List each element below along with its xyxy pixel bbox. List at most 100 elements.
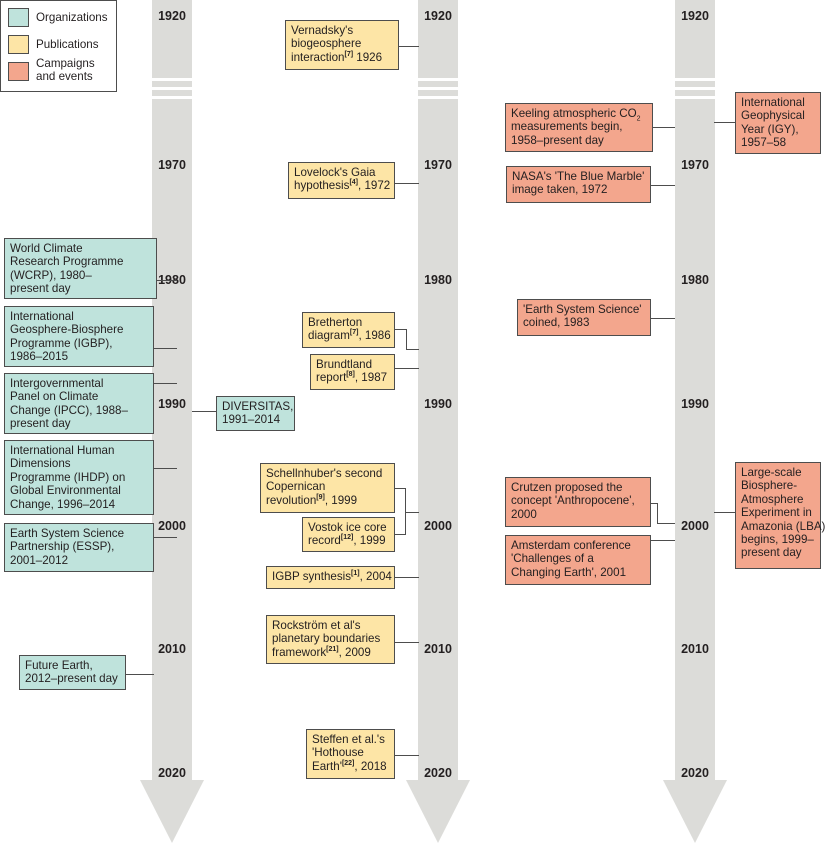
- box-line: hypothesis[4], 1972: [294, 179, 390, 192]
- box-text: interaction: [291, 50, 345, 64]
- box-text: , 2004: [359, 570, 392, 583]
- box-line: Earth'[22], 2018: [312, 760, 389, 773]
- connector-line: [398, 46, 419, 47]
- axis-break: [418, 78, 458, 81]
- year-label: 1980: [681, 273, 709, 287]
- connector-line: [405, 488, 406, 535]
- timeline-axis: [152, 0, 192, 780]
- reference-marker: [7]: [344, 50, 354, 58]
- box-text: , 2018: [354, 759, 387, 773]
- box-line: 1957–58: [741, 136, 787, 150]
- box-line: Year (IGY),: [741, 122, 799, 136]
- connector-line: [714, 512, 736, 513]
- box-line: Steffen et al.'s: [312, 733, 385, 746]
- box-line: Rockström et al's: [272, 619, 361, 632]
- box-line: Amsterdam conference: [511, 539, 631, 552]
- legend-organizations-label: Organizations: [36, 11, 108, 24]
- year-label: 1920: [424, 9, 452, 23]
- event-bretherton: Bretherton diagram[7], 1986: [302, 312, 395, 348]
- box-line: DIVERSITAS,: [222, 400, 294, 413]
- connector-line: [394, 329, 407, 330]
- event-keeling: Keeling atmospheric CO2 measurements beg…: [505, 103, 653, 152]
- box-line: Programme (IGBP),: [10, 336, 113, 350]
- connector-line: [652, 127, 675, 128]
- year-label: 2000: [158, 519, 186, 533]
- year-label: 1920: [681, 9, 709, 23]
- connector-line: [192, 411, 217, 412]
- box-line: Dimensions: [10, 457, 71, 471]
- box-line: planetary boundaries: [272, 632, 381, 646]
- box-line: Bretherton: [308, 316, 363, 329]
- axis-break: [152, 96, 192, 99]
- box-text: IGBP synthesis: [272, 570, 352, 583]
- subscript: 2: [636, 115, 641, 123]
- box-text: , 1999: [353, 534, 386, 548]
- axis-break: [152, 78, 192, 81]
- connector-line: [657, 523, 675, 524]
- box-line: Research Programme: [10, 255, 124, 269]
- box-line: International: [741, 96, 805, 109]
- box-text: , 1999: [324, 493, 358, 507]
- box-text: , 1986: [358, 329, 391, 343]
- box-line: present day: [10, 282, 71, 296]
- event-schellnhuber: Schellnhuber's second Copernican revolut…: [260, 463, 395, 513]
- box-line: Experiment in: [741, 506, 812, 520]
- connector-line: [650, 503, 658, 504]
- reference-marker: [4]: [349, 179, 358, 187]
- box-text: , 1987: [354, 371, 388, 385]
- box-line: Geosphere-Biosphere: [10, 323, 124, 337]
- year-label: 1970: [424, 158, 452, 172]
- event-essp: Earth System Science Partnership (ESSP),…: [4, 523, 154, 572]
- event-ipcc: Intergovernmental Panel on Climate Chang…: [4, 373, 154, 434]
- event-blue-marble: NASA's 'The Blue Marble' image taken, 19…: [506, 166, 651, 203]
- event-ihdp: International Human Dimensions Programme…: [4, 440, 154, 515]
- timeline-axis: [675, 0, 715, 780]
- box-line: Intergovernmental: [10, 377, 104, 390]
- connector-line: [394, 755, 419, 756]
- box-line: report[8], 1987: [316, 371, 389, 384]
- box-line: framework[21], 2009: [272, 646, 389, 659]
- box-line: Keeling atmospheric CO2: [511, 107, 647, 123]
- reference-marker: [9]: [316, 493, 325, 501]
- box-line: 1986–2015: [10, 350, 69, 364]
- connector-line: [154, 348, 177, 349]
- box-line: Atmosphere: [741, 492, 804, 506]
- year-label: 1990: [424, 397, 452, 411]
- event-wcrp: World Climate Research Programme (WCRP),…: [4, 238, 157, 299]
- box-line: Amazonia (LBA): [741, 519, 826, 533]
- box-line: 2001–2012: [10, 553, 69, 567]
- box-line: Brundtland: [316, 358, 373, 371]
- connector-line: [394, 488, 406, 489]
- box-line: (WCRP), 1980–: [10, 268, 92, 282]
- box-line: World Climate: [10, 242, 83, 255]
- box-line: measurements begin,: [511, 120, 623, 134]
- year-label: 2010: [424, 642, 452, 656]
- box-line: coined, 1983: [523, 316, 590, 330]
- legend-campaigns-line2: and events: [36, 70, 93, 84]
- year-label: 2010: [158, 642, 186, 656]
- event-igbp: International Geosphere-Biosphere Progra…: [4, 306, 154, 367]
- year-label: 2020: [158, 766, 186, 780]
- box-text: Earth': [312, 759, 342, 773]
- box-line: 1958–present day: [511, 133, 604, 147]
- connector-line: [657, 503, 658, 524]
- connector-line: [394, 368, 419, 369]
- event-diversitas: DIVERSITAS, 1991–2014: [216, 396, 295, 431]
- box-line: IGBP synthesis[1], 2004: [272, 570, 392, 583]
- box-line: concept 'Anthropocene',: [511, 494, 635, 508]
- event-future-earth: Future Earth, 2012–present day: [19, 655, 126, 690]
- connector-line: [405, 512, 419, 513]
- box-text: , 2009: [338, 645, 371, 659]
- box-line: image taken, 1972: [512, 183, 608, 197]
- box-line: biogeosphere: [291, 37, 362, 51]
- box-text: record: [308, 534, 341, 548]
- connector-line: [125, 674, 154, 675]
- box-line: 1991–2014: [222, 413, 281, 427]
- year-label: 1970: [681, 158, 709, 172]
- legend-campaigns-label: Campaigns and events: [36, 57, 95, 84]
- connector-line: [394, 183, 419, 184]
- reference-marker: [8]: [346, 371, 355, 379]
- box-line: Earth System Science: [10, 527, 125, 540]
- connector-line: [394, 577, 419, 578]
- publications-swatch: [8, 35, 29, 54]
